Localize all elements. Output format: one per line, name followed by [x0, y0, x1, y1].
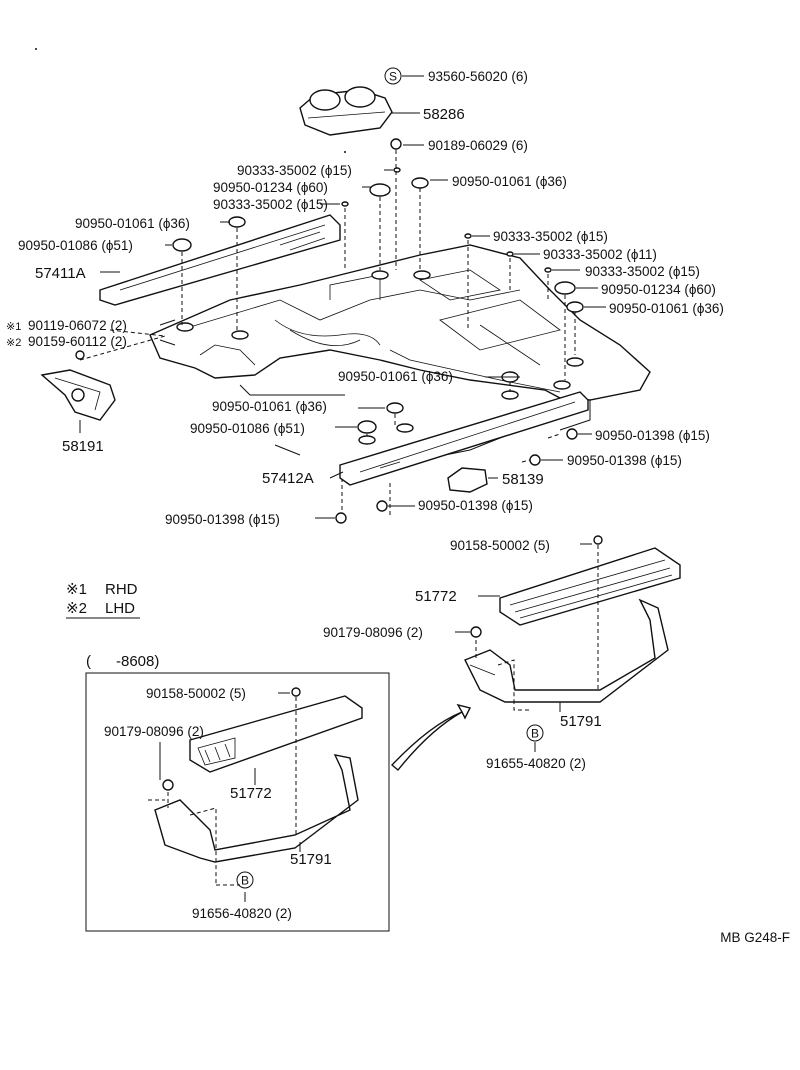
- legend-text-rhd: RHD: [105, 581, 138, 598]
- diagram-code: MB G248-F: [720, 930, 790, 945]
- rocker-panel-57412A: [339, 391, 589, 486]
- label-90950-01061-e: 90950-01061 (ϕ36): [212, 399, 327, 414]
- legend-text-lhd: LHD: [105, 600, 135, 617]
- mark-1-inline: ※1: [6, 321, 21, 333]
- grommets: [172, 138, 584, 524]
- plug-58139: [447, 467, 488, 493]
- label-90333-b: 90333-35002 (ϕ15): [213, 197, 328, 212]
- cover-58286: [299, 86, 393, 136]
- label-90950-01398-c: 90950-01398 (ϕ15): [418, 498, 533, 513]
- label-58139: 58139: [502, 471, 544, 488]
- symbol-b-inset: B: [241, 874, 249, 888]
- label-58191: 58191: [62, 438, 104, 455]
- alignment-lines-upper: [79, 150, 576, 515]
- label-51791-right: 51791: [560, 713, 602, 730]
- label-90119: 90119-06072 (2): [28, 318, 127, 333]
- step-bracket-51791-right: [455, 598, 669, 752]
- rocker-panel-57411A: [99, 214, 341, 306]
- arrow-icon: [390, 703, 472, 771]
- label-90179-inset: 90179-08096 (2): [104, 724, 204, 739]
- legend-mark-1: ※1: [66, 581, 87, 598]
- label-90950-01086-a: 90950-01086 (ϕ51): [18, 238, 133, 253]
- label-90333-a: 90333-35002 (ϕ15): [237, 163, 352, 178]
- label-90950-01234-b: 90950-01234 (ϕ60): [601, 282, 716, 297]
- label-58286: 58286: [423, 106, 465, 123]
- label-51791-inset: 51791: [290, 851, 332, 868]
- step-pad-51772-right: [478, 535, 681, 690]
- mark-2-inline: ※2: [6, 337, 21, 349]
- label-93560: 93560-56020 (6): [428, 69, 528, 84]
- label-90333-c: 90333-35002 (ϕ15): [493, 229, 608, 244]
- bracket-58191: [40, 350, 116, 421]
- label-51772-inset: 51772: [230, 785, 272, 802]
- legend: ※1 RHD ※2 LHD: [66, 581, 140, 619]
- label-91656: 91656-40820 (2): [192, 906, 292, 921]
- label-57411A: 57411A: [35, 265, 86, 282]
- step-pad-51772-inset: [189, 687, 363, 835]
- symbol-b-right: B: [531, 727, 539, 741]
- label-90950-01398-d: 90950-01398 (ϕ15): [165, 512, 280, 527]
- label-90950-01061-b: 90950-01061 (ϕ36): [75, 216, 190, 231]
- stray-dot: [344, 151, 346, 153]
- label-90950-01086-b: 90950-01086 (ϕ51): [190, 421, 305, 436]
- leader-lines-upper: [79, 75, 606, 519]
- label-90158-inset: 90158-50002 (5): [146, 686, 246, 701]
- part-labels: 93560-56020 (6) 58286 90189-06029 (6) 90…: [6, 69, 724, 921]
- inset-frame: [85, 672, 390, 932]
- label-90950-01398-b: 90950-01398 (ϕ15): [567, 453, 682, 468]
- label-90159: 90159-60112 (2): [28, 334, 127, 349]
- label-inset-range: ( -8608): [86, 653, 159, 670]
- label-90950-01398-a: 90950-01398 (ϕ15): [595, 428, 710, 443]
- label-90333-d: 90333-35002 (ϕ11): [543, 247, 657, 262]
- label-90333-e: 90333-35002 (ϕ15): [585, 264, 700, 279]
- label-90158-right: 90158-50002 (5): [450, 538, 550, 553]
- label-90179-right: 90179-08096 (2): [323, 625, 423, 640]
- step-bracket-51791-inset: [148, 742, 359, 902]
- label-90950-01061-c: 90950-01061 (ϕ36): [609, 301, 724, 316]
- circled-symbols: S B B: [236, 67, 544, 889]
- label-90950-01234-a: 90950-01234 (ϕ60): [213, 180, 328, 195]
- label-91655: 91655-40820 (2): [486, 756, 586, 771]
- label-57412A: 57412A: [262, 470, 314, 487]
- label-51772-right: 51772: [415, 588, 457, 605]
- stray-dot: [35, 48, 37, 50]
- symbol-s: S: [389, 70, 397, 84]
- label-90189: 90189-06029 (6): [428, 138, 528, 153]
- label-90950-01061-a: 90950-01061 (ϕ36): [452, 174, 567, 189]
- label-90950-01061-d: 90950-01061 (ϕ36): [338, 369, 453, 384]
- legend-mark-2: ※2: [66, 600, 87, 617]
